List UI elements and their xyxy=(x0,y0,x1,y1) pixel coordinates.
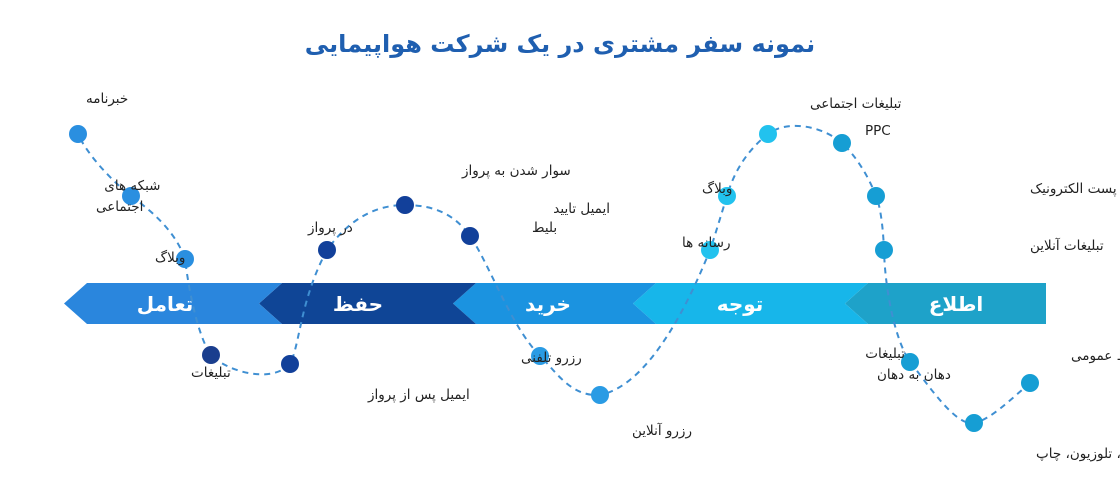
touchpoint-dot-blog-consideration xyxy=(718,187,736,205)
touchpoint-label-online-booking-line: رزرو آنلاین xyxy=(632,422,692,439)
touchpoint-dot-phone-booking xyxy=(531,347,549,365)
touchpoint-label-newsletter-line: خبرنامه xyxy=(86,91,128,107)
touchpoint-label-ads: تبلیغات xyxy=(191,365,231,381)
touchpoint-dot-social-networks xyxy=(122,187,140,205)
touchpoint-label-social-networks: شبکه های اجتماعی xyxy=(96,178,160,215)
touchpoint-label-word-of-mouth-line-2: دهان به دهان xyxy=(877,367,951,383)
touchpoint-label-email: پست الکترونیک xyxy=(1030,181,1117,197)
stage-arrow-purchase xyxy=(453,283,656,324)
touchpoint-label-ticket-confirm-line-1: ایمیل تایید xyxy=(553,201,610,217)
touchpoint-label-online-ads-line: تبلیغات آنلاین xyxy=(1030,237,1104,254)
touchpoint-label-post-flight-email: ایمیل پس از پرواز xyxy=(367,387,470,403)
touchpoint-label-online-booking: رزرو آنلاین xyxy=(632,422,692,439)
touchpoint-label-radio-tv-print: رادیو، تلوزیون، چاپ xyxy=(1036,446,1120,462)
stage-label-engagement: تعامل xyxy=(137,292,194,316)
touchpoint-dot-blog-engagement xyxy=(176,250,194,268)
touchpoint-label-media-line: رسانه ها xyxy=(682,235,730,251)
touchpoint-label-social-networks-line-2: اجتماعی xyxy=(96,199,143,215)
stage-arrow-retention xyxy=(259,283,476,324)
touchpoint-dot-newsletter xyxy=(69,125,87,143)
touchpoint-label-word-of-mouth-line-1: تبلیغات xyxy=(865,346,905,362)
touchpoint-dot-ticket-confirm xyxy=(461,227,479,245)
touchpoint-dot-boarding xyxy=(396,196,414,214)
stage-arrow-engagement xyxy=(64,283,282,324)
touchpoint-dot-post-flight-email xyxy=(281,355,299,373)
stage-label-awareness: اطلاع xyxy=(929,292,984,316)
touchpoint-dot-media xyxy=(701,241,719,259)
touchpoint-label-media: رسانه ها xyxy=(682,235,730,251)
touchpoint-label-social-ads-line: تبلیغات اجتماعی xyxy=(810,96,902,112)
diagram-title: نمونه سفر مشتری در یک شرکت هواپیمایی xyxy=(305,30,815,58)
touchpoint-label-ppc-line: PPC xyxy=(865,123,891,139)
stage-label-consideration: توجه xyxy=(717,292,764,316)
stage-label-retention: حفظ xyxy=(333,292,383,316)
touchpoint-dot-ads xyxy=(202,346,220,364)
touchpoint-label-blog-consideration-line: وبلاگ xyxy=(702,180,732,197)
touchpoint-dot-online-ads xyxy=(875,241,893,259)
touchpoint-dot-online-booking xyxy=(591,386,609,404)
touchpoint-label-newsletter: خبرنامه xyxy=(86,91,128,107)
touchpoint-label-blog-engagement: وبلاگ xyxy=(155,249,185,266)
touchpoint-dot-public-relations xyxy=(1021,374,1039,392)
touchpoint-label-boarding-line: سوار شدن به پرواز xyxy=(461,163,571,179)
touchpoint-label-ads-line: تبلیغات xyxy=(191,365,231,381)
touchpoint-label-blog-consideration: وبلاگ xyxy=(702,180,732,197)
touchpoint-dot-radio-tv-print xyxy=(965,414,983,432)
touchpoint-label-email-line: پست الکترونیک xyxy=(1030,181,1117,197)
stage-label-purchase: خرید xyxy=(525,292,571,316)
touchpoints: روابط عمومی رادیو، تلوزیون، چاپ تبلیغات … xyxy=(69,91,1120,462)
touchpoint-label-public-relations-line: روابط عمومی xyxy=(1071,348,1120,364)
touchpoint-label-social-ads: تبلیغات اجتماعی xyxy=(810,96,902,112)
touchpoint-label-word-of-mouth: تبلیغات دهان به دهان xyxy=(861,346,951,383)
touchpoint-label-boarding: سوار شدن به پرواز xyxy=(461,163,571,179)
touchpoint-label-radio-tv-print-line: رادیو، تلوزیون، چاپ xyxy=(1036,446,1120,462)
touchpoint-dot-ppc xyxy=(833,134,851,152)
stage-arrow-awareness xyxy=(845,283,1046,324)
touchpoint-label-ticket-confirm-line-2: بلیط xyxy=(532,220,557,236)
touchpoint-dot-in-flight xyxy=(318,241,336,259)
touchpoint-label-ppc: PPC xyxy=(865,123,891,139)
touchpoint-label-in-flight: در پرواز xyxy=(307,220,353,236)
touchpoint-label-blog-engagement-line: وبلاگ xyxy=(155,249,185,266)
stage-arrows: اطلاع توجه خرید حفظ تعامل xyxy=(64,283,1046,324)
touchpoint-label-phone-booking-line: رزرو تلفنی xyxy=(521,350,582,366)
touchpoint-label-online-ads: تبلیغات آنلاین xyxy=(1030,237,1104,254)
touchpoint-label-public-relations: روابط عمومی xyxy=(1071,348,1120,364)
touchpoint-dot-email xyxy=(867,187,885,205)
touchpoint-dot-social-ads xyxy=(759,125,777,143)
touchpoint-label-phone-booking: رزرو تلفنی xyxy=(521,350,582,366)
touchpoint-label-social-networks-line-1: شبکه های xyxy=(104,178,160,194)
touchpoint-dot-word-of-mouth xyxy=(901,353,919,371)
touchpoint-label-ticket-confirm: ایمیل تایید بلیط xyxy=(532,201,610,236)
touchpoint-label-in-flight-line: در پرواز xyxy=(307,220,353,236)
touchpoint-label-post-flight-email-line: ایمیل پس از پرواز xyxy=(367,387,470,403)
